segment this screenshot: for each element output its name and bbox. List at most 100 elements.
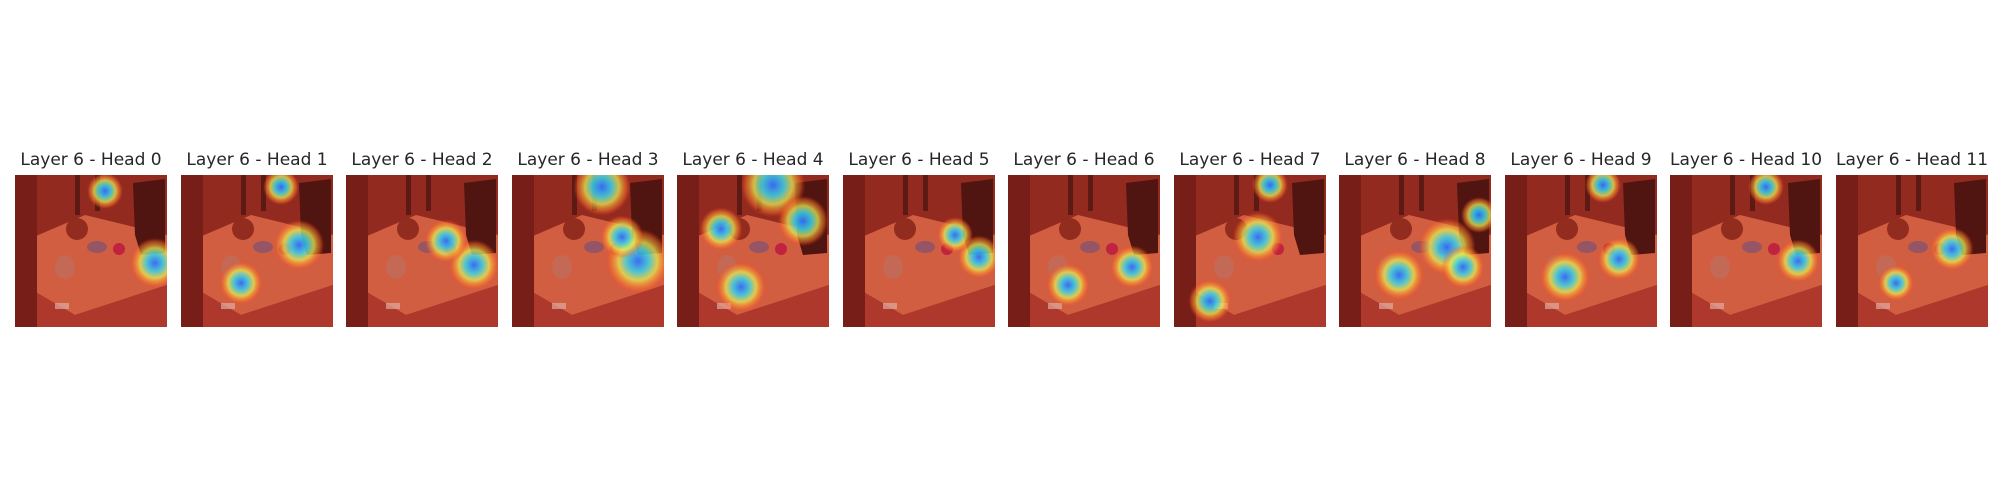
scene-plate xyxy=(253,241,273,253)
scene-pole xyxy=(1068,175,1073,215)
scene-pole xyxy=(1565,175,1570,215)
panel-title: Layer 6 - Head 2 xyxy=(351,150,493,170)
heatmap-overlay xyxy=(1505,175,1657,327)
scene-glass xyxy=(386,255,406,279)
scene-table-top xyxy=(1008,215,1160,315)
attention-heatmap-image xyxy=(346,175,498,327)
scene-pot xyxy=(66,218,88,240)
attention-panel: Layer 6 - Head 2 xyxy=(346,148,498,327)
heatmap-hotspot xyxy=(219,261,263,305)
scene-plate xyxy=(1080,241,1100,253)
scene-handle xyxy=(1379,303,1393,309)
scene-plate xyxy=(1908,241,1928,253)
attention-panel: Layer 6 - Head 5 xyxy=(843,148,995,327)
scene-left-wall xyxy=(1339,175,1361,327)
panel-title: Layer 6 - Head 3 xyxy=(517,150,659,170)
panel-title: Layer 6 - Head 11 xyxy=(1835,150,1989,170)
heatmap-hotspot xyxy=(937,217,973,253)
scene-left-wall xyxy=(15,175,37,327)
scene-cabinet xyxy=(677,280,829,327)
scene-handle xyxy=(386,303,400,309)
heatmap-hotspot xyxy=(1252,175,1288,203)
scene-left-wall xyxy=(1008,175,1030,327)
heatmap-hotspot xyxy=(1748,175,1784,205)
panel-title: Layer 6 - Head 7 xyxy=(1179,150,1321,170)
heatmap-hotspot xyxy=(699,207,743,251)
scene-pole xyxy=(1896,175,1901,215)
heatmap-hotspot xyxy=(777,195,829,247)
scene-handle xyxy=(221,303,235,309)
attention-panel: Layer 6 - Head 7 xyxy=(1174,148,1326,327)
attention-panel: Layer 6 - Head 1 xyxy=(181,148,333,327)
scene-pole xyxy=(406,175,411,215)
scene-cabinet xyxy=(346,280,498,327)
attention-heatmap-image xyxy=(1008,175,1160,327)
heatmap-hotspot xyxy=(715,261,767,313)
scene-cabinet xyxy=(1836,280,1988,327)
scene-pole xyxy=(1234,175,1239,215)
scene-left-wall xyxy=(1174,175,1196,327)
attention-heatmap-image xyxy=(1174,175,1326,327)
heatmap-hotspot xyxy=(1046,263,1090,307)
scene-handle xyxy=(1048,303,1062,309)
scene-robot-arm xyxy=(1788,179,1820,255)
scene-left-wall xyxy=(1670,175,1692,327)
heatmap-overlay xyxy=(1836,175,1988,327)
panel-title: Layer 6 - Head 8 xyxy=(1344,150,1486,170)
heatmap-hotspot xyxy=(1110,245,1154,289)
scene-pole xyxy=(1916,175,1921,211)
scene-robot-arm xyxy=(133,179,165,255)
panel-title: Layer 6 - Head 9 xyxy=(1510,150,1652,170)
scene-pole xyxy=(1419,175,1424,211)
scene-cabinet xyxy=(181,280,333,327)
scene-pot xyxy=(397,218,419,240)
attention-panel: Layer 6 - Head 11 xyxy=(1836,148,1988,327)
heatmap-hotspot xyxy=(424,219,468,263)
heatmap-hotspot xyxy=(1539,251,1591,303)
scene-pot xyxy=(1390,218,1412,240)
attention-panel: Layer 6 - Head 9 xyxy=(1505,148,1657,327)
heatmap-hotspot xyxy=(87,175,123,209)
scene-handle xyxy=(883,303,897,309)
scene-robot-arm xyxy=(1292,179,1324,255)
scene-cup xyxy=(1106,243,1118,255)
scene-left-wall xyxy=(677,175,699,327)
scene-plate xyxy=(87,241,107,253)
scene-pole xyxy=(1088,175,1093,211)
scene-pole xyxy=(241,175,246,215)
scene-pot xyxy=(1721,218,1743,240)
scene-glass xyxy=(552,255,572,279)
attention-heatmap-image xyxy=(843,175,995,327)
scene-pole xyxy=(903,175,908,215)
scene-pole xyxy=(1399,175,1404,215)
heatmap-overlay xyxy=(1174,175,1326,327)
heatmap-hotspot xyxy=(1597,237,1641,281)
heatmap-overlay xyxy=(346,175,498,327)
heatmap-overlay xyxy=(512,175,664,327)
scene-handle xyxy=(552,303,566,309)
heatmap-overlay xyxy=(1008,175,1160,327)
scene-pot xyxy=(1059,218,1081,240)
scene-cabinet xyxy=(15,280,167,327)
attention-heatmap-image xyxy=(1836,175,1988,327)
heatmap-hotspot xyxy=(1930,227,1974,271)
heatmap-hotspot xyxy=(573,175,631,216)
scene-robot-arm xyxy=(1623,179,1655,255)
scene-cabinet xyxy=(1505,280,1657,327)
heatmap-overlay xyxy=(1670,175,1822,327)
attention-heatmap-image xyxy=(1505,175,1657,327)
scene-plate xyxy=(584,241,604,253)
heatmap-overlay xyxy=(15,175,167,327)
attention-heatmap-image xyxy=(181,175,333,327)
scene-plate xyxy=(1742,241,1762,253)
heatmap-hotspot xyxy=(263,175,299,205)
scene-left-wall xyxy=(1836,175,1858,327)
scene-glass xyxy=(1214,255,1234,279)
heatmap-overlay xyxy=(677,175,829,327)
scene-cabinet xyxy=(1670,280,1822,327)
scene-cabinet xyxy=(1339,280,1491,327)
panel-title: Layer 6 - Head 6 xyxy=(1013,150,1155,170)
scene-robot-arm xyxy=(1126,179,1158,255)
scene-left-wall xyxy=(181,175,203,327)
